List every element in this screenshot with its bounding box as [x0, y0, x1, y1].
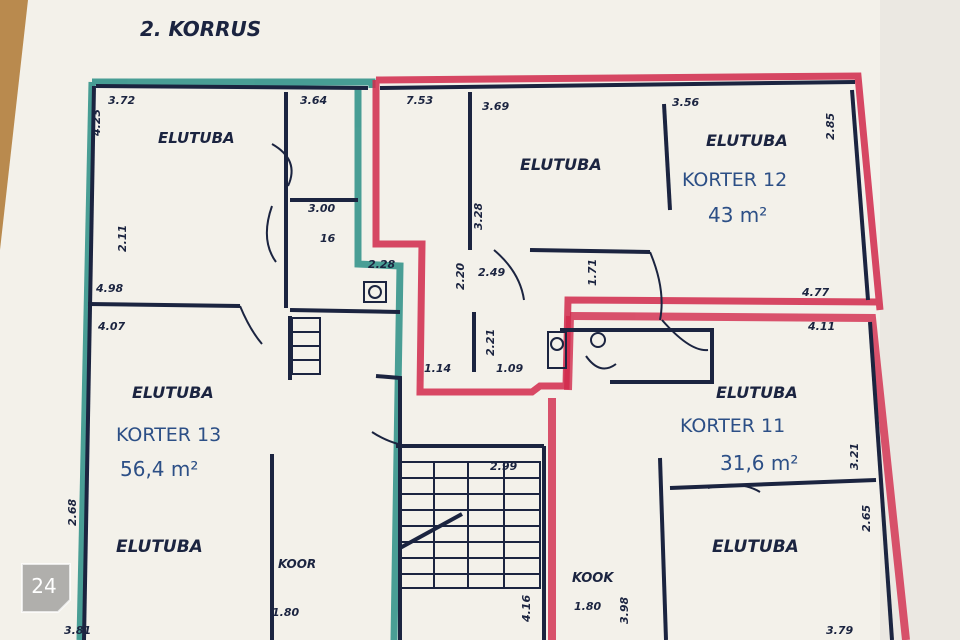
- dimension-label: 2.65: [860, 505, 873, 532]
- dimension-label: 3.69: [482, 100, 509, 113]
- floor-title: 2. KORRUS: [140, 17, 261, 41]
- dimension-label: 2.49: [478, 266, 505, 279]
- dimension-label: 2.99: [490, 460, 517, 473]
- room-label: KOOK: [572, 571, 614, 586]
- dimension-label: 2.28: [368, 258, 395, 271]
- room-label: ELUTUBA: [158, 129, 235, 147]
- apartment-name: KORTER 11: [680, 415, 785, 437]
- dimension-label: 3.79: [826, 624, 853, 637]
- room-label: ELUTUBA: [712, 537, 799, 557]
- dimension-label: 4.98: [95, 282, 123, 295]
- watermark-icon: 24: [18, 560, 76, 618]
- dimension-label: 3.28: [472, 203, 485, 230]
- door-swings: [239, 143, 761, 493]
- korter-13-outline: [76, 78, 404, 640]
- watermark-shape: [21, 563, 71, 613]
- apartment-name: KORTER 12: [682, 169, 787, 191]
- apartment-area: 56,4 m²: [120, 457, 198, 481]
- watermark-text: 24: [31, 574, 57, 598]
- room-label: ELUTUBA: [706, 131, 788, 150]
- dimension-label: 3.81: [64, 624, 91, 637]
- walls: [82, 80, 894, 640]
- dimension-label: 16: [320, 232, 336, 245]
- dimension-label: 1.71: [586, 259, 599, 286]
- dimension-label: 3.00: [308, 202, 335, 215]
- dimension-label: 1.80: [574, 600, 601, 613]
- toilet-icon: [363, 281, 617, 370]
- apartment-area: 31,6 m²: [720, 451, 798, 475]
- stair-icon: [399, 461, 541, 589]
- dimension-label: 2.11: [116, 225, 129, 252]
- dimension-label: 1.80: [272, 606, 299, 619]
- apartment-area: 43 m²: [708, 203, 767, 227]
- room-label: ELUTUBA: [716, 383, 798, 402]
- dimension-label: 4.11: [807, 320, 835, 333]
- dimension-label: 3.98: [618, 597, 631, 624]
- dimension-label: 4.23: [90, 109, 103, 137]
- dimension-label: 7.53: [406, 94, 433, 107]
- dimension-label: 4.77: [801, 286, 829, 299]
- dimension-label: 1.14: [424, 362, 451, 375]
- dimension-label: 4.16: [520, 595, 533, 623]
- dimension-label: 3.21: [848, 443, 861, 470]
- dimension-label: 4.07: [97, 320, 125, 333]
- dimension-label: 2.20: [454, 263, 467, 290]
- room-label: KOOR: [278, 557, 316, 571]
- room-label: ELUTUBA: [116, 537, 203, 557]
- dimension-label: 3.56: [672, 96, 699, 109]
- apartment-name: KORTER 13: [116, 424, 221, 446]
- dimension-label: 3.72: [108, 94, 135, 107]
- dimension-labels: 3.72 3.64 7.53 3.69 3.56 4.23 2.85 3.28 …: [64, 94, 873, 637]
- dimension-label: 2.68: [66, 499, 79, 526]
- dimension-label: 2.85: [824, 113, 837, 140]
- stove-icon: [291, 317, 321, 375]
- dimension-label: 3.64: [300, 94, 327, 107]
- room-label: ELUTUBA: [132, 383, 214, 402]
- room-label: ELUTUBA: [520, 155, 602, 174]
- dimension-label: 1.09: [496, 362, 523, 375]
- dimension-label: 2.21: [484, 329, 497, 356]
